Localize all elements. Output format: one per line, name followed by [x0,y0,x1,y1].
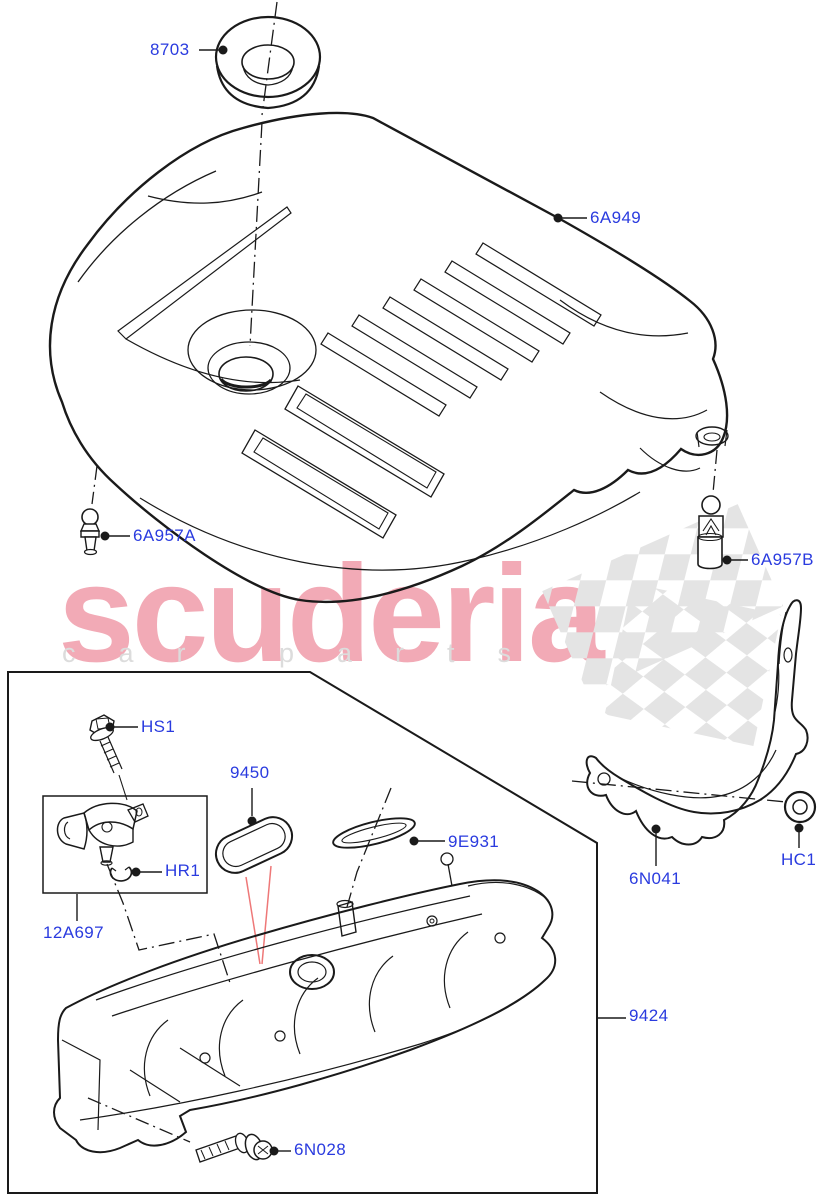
leader-6N028 [269,1146,291,1156]
checkered-flag-watermark [542,504,784,747]
part-label-9424: 9424 [629,1006,669,1025]
part-label-12a697: 12A697 [43,923,105,942]
part-label-6n041: 6N041 [629,869,682,888]
screw-6n028-drawing [87,1097,273,1163]
sensor-box-border [42,795,208,894]
bracket-6n041-drawing [571,599,809,846]
gasket-9450-drawing [214,788,294,965]
watermark-brand-text: scuderia [58,537,605,691]
part-label-hc1: HC1 [781,850,817,869]
part-label-6a957a: 6A957A [133,526,196,545]
pin-6a957b-drawing [697,449,724,570]
leader-8703 [199,45,228,55]
part-label-9e931: 9E931 [448,832,500,851]
grommet-hc1-drawing [783,790,817,848]
map-sensor-drawing [56,802,149,866]
stud-6a957a-drawing [79,465,101,556]
part-label-hr1: HR1 [165,861,201,880]
centerline [249,121,263,347]
part-label-hs1: HS1 [141,717,176,736]
part-label-6a949: 6A949 [590,208,642,227]
leader-6A957A [100,531,130,541]
engine-cover-drawing [48,111,729,604]
watermark-sub-text: car parts [62,638,555,668]
inset-box-border [7,671,598,1194]
part-label-9450: 9450 [230,763,270,782]
grommet-drawing [214,1,322,116]
gasket-9e931-drawing [332,787,445,908]
part-label-6a957b: 6A957B [751,550,814,569]
part-label-8703: 8703 [150,40,190,59]
leader-6N041 [651,824,661,866]
leader-HS1 [105,722,138,732]
part-label-6n028: 6N028 [294,1140,347,1159]
sensor-leader-line [106,863,232,987]
leader-6A957B [722,555,748,565]
intake-manifold-drawing [53,852,557,1154]
oring-hr1-drawing [109,866,162,882]
leader-6A949 [553,213,587,223]
